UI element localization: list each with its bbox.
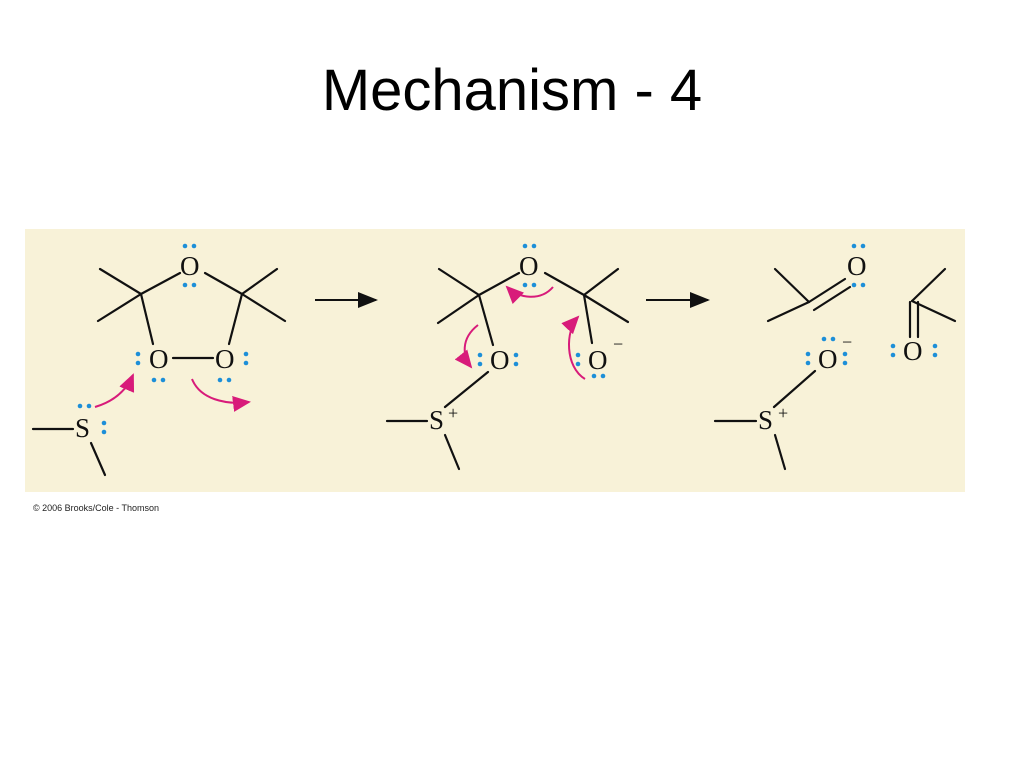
mechanism-figure: O O O S bbox=[25, 229, 965, 492]
bond bbox=[812, 285, 852, 312]
bond bbox=[910, 267, 947, 303]
oxygen-atom: O bbox=[215, 344, 235, 374]
bond bbox=[139, 271, 182, 296]
oxygen-atom: O bbox=[903, 336, 923, 366]
bond bbox=[582, 293, 630, 324]
electron-arrow bbox=[505, 285, 554, 304]
oxygen-atom: O bbox=[490, 345, 510, 375]
lone-pairs bbox=[77, 403, 107, 435]
bond bbox=[240, 292, 287, 323]
sulfur-atom: S bbox=[758, 405, 773, 435]
bond bbox=[240, 267, 279, 296]
electron-arrow bbox=[454, 324, 479, 369]
oxygen-atom: O bbox=[847, 251, 867, 281]
bond bbox=[477, 271, 521, 297]
bond bbox=[437, 267, 481, 297]
oxygen-atom: O bbox=[149, 344, 169, 374]
stage-1-ozonide: O O O S bbox=[31, 243, 287, 477]
oxygen-atom: O bbox=[519, 251, 539, 281]
electron-arrow bbox=[94, 373, 135, 408]
bond bbox=[139, 292, 155, 346]
bond bbox=[443, 433, 461, 471]
stage-3-products: O O S + O − bbox=[713, 243, 957, 471]
bond bbox=[227, 292, 244, 346]
positive-charge: + bbox=[448, 403, 458, 423]
mechanism-diagram: O O O S bbox=[31, 243, 957, 477]
copyright-credit: © 2006 Brooks/Cole - Thomson bbox=[33, 503, 160, 513]
bond bbox=[96, 292, 143, 323]
sulfur-atom: S bbox=[429, 405, 444, 435]
oxygen-atom: O bbox=[588, 345, 608, 375]
bond bbox=[89, 441, 107, 477]
bond bbox=[773, 267, 811, 304]
sulfur-atom: S bbox=[75, 413, 90, 443]
bond bbox=[98, 267, 143, 296]
lone-pairs bbox=[477, 243, 606, 379]
bond bbox=[807, 277, 847, 304]
bond bbox=[436, 293, 481, 325]
bond bbox=[772, 369, 817, 409]
bond bbox=[443, 370, 490, 409]
lone-pairs bbox=[890, 343, 938, 358]
lone-pairs bbox=[135, 243, 249, 383]
electron-arrow bbox=[191, 378, 251, 412]
negative-charge: − bbox=[842, 332, 852, 352]
negative-charge: − bbox=[613, 334, 623, 354]
lone-pairs bbox=[805, 336, 848, 366]
bond bbox=[477, 293, 495, 347]
bond bbox=[773, 433, 787, 471]
slide-title: Mechanism - 4 bbox=[321, 58, 703, 123]
oxygen-atom: O bbox=[818, 344, 838, 374]
bond bbox=[582, 267, 620, 297]
bond bbox=[543, 271, 586, 297]
lone-pairs bbox=[851, 243, 866, 288]
bond bbox=[910, 299, 957, 323]
bond bbox=[203, 271, 244, 296]
bond bbox=[582, 293, 594, 345]
stage-2-intermediate: O O O − S + bbox=[385, 243, 630, 471]
electron-arrow bbox=[561, 315, 586, 380]
bond bbox=[766, 300, 811, 323]
positive-charge: + bbox=[778, 403, 788, 423]
oxygen-atom: O bbox=[180, 251, 200, 281]
